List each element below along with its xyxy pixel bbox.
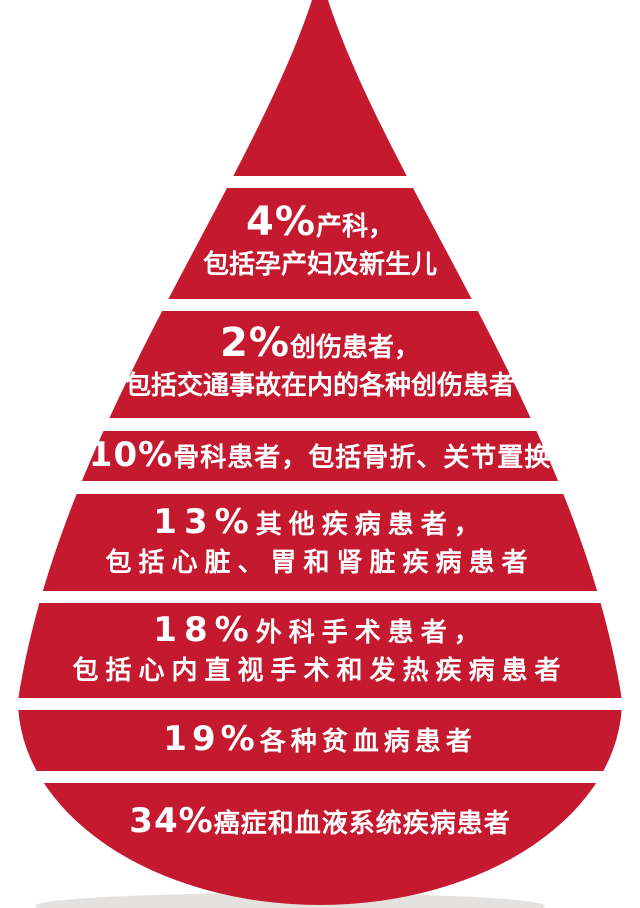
segment-percent: 2% [220,320,290,366]
blood-drop-shape [18,0,622,905]
segment-label: 18%外科手术患者， [153,611,486,652]
segment-label: 2%创伤患者， [220,323,420,367]
segment-subtext: 包括孕产妇及新生儿 [202,250,437,280]
segment-subtext: 包括心脏、胃和肾脏疾病患者 [105,548,535,578]
segment-label: 4%产科， [246,202,394,246]
segment-text: 骨科患者，包括骨折、关节置换 [173,442,552,473]
segment-trauma: 2%创伤患者， 包括交通事故在内的各种创伤患者 [0,311,640,418]
band-divider [0,698,640,710]
segment-text: 外科手术患者， [255,618,487,648]
segment-anemia: 19%各种贫血病患者 [0,710,640,771]
segment-cancer-blood: 34%癌症和血液系统疾病患者 [0,783,640,861]
band-divider [0,591,640,603]
segment-label: 10%骨科患者，包括骨折、关节置换 [89,436,551,477]
segment-percent: 34% [129,800,214,841]
segment-percent: 4% [246,199,316,245]
band-divider [0,771,640,783]
segment-percent: 13% [153,502,256,542]
band-divider [0,481,640,494]
segment-label: 34%癌症和血液系统疾病患者 [129,802,510,843]
segment-text: 创伤患者， [289,333,420,363]
segment-other-diseases: 13%其他疾病患者， 包括心脏、胃和肾脏疾病患者 [0,494,640,591]
band-divider [0,299,640,311]
band-divider [0,176,640,188]
segment-percent: 10% [88,434,174,475]
segment-percent: 19% [163,719,260,759]
segment-orthopedics: 10%骨科患者，包括骨折、关节置换 [0,431,640,481]
segment-text: 癌症和血液系统疾病患者 [213,808,511,839]
segment-text: 产科， [315,212,394,242]
segment-text: 各种贫血病患者 [259,727,477,757]
segment-text: 其他疾病患者， [255,510,487,540]
band-divider [0,418,640,431]
segment-label: 13%其他疾病患者， [153,503,486,544]
segment-obstetrics: 4%产科， 包括孕产妇及新生儿 [0,188,640,299]
segment-percent: 18% [153,610,256,650]
segment-surgery: 18%外科手术患者， 包括心内直视手术和发热疾病患者 [0,603,640,698]
segment-label: 19%各种贫血病患者 [163,720,476,761]
segment-subtext: 包括心内直视手术和发热疾病患者 [72,656,568,686]
band-dividers [0,176,640,783]
segment-subtext: 包括交通事故在内的各种创伤患者 [124,371,515,401]
